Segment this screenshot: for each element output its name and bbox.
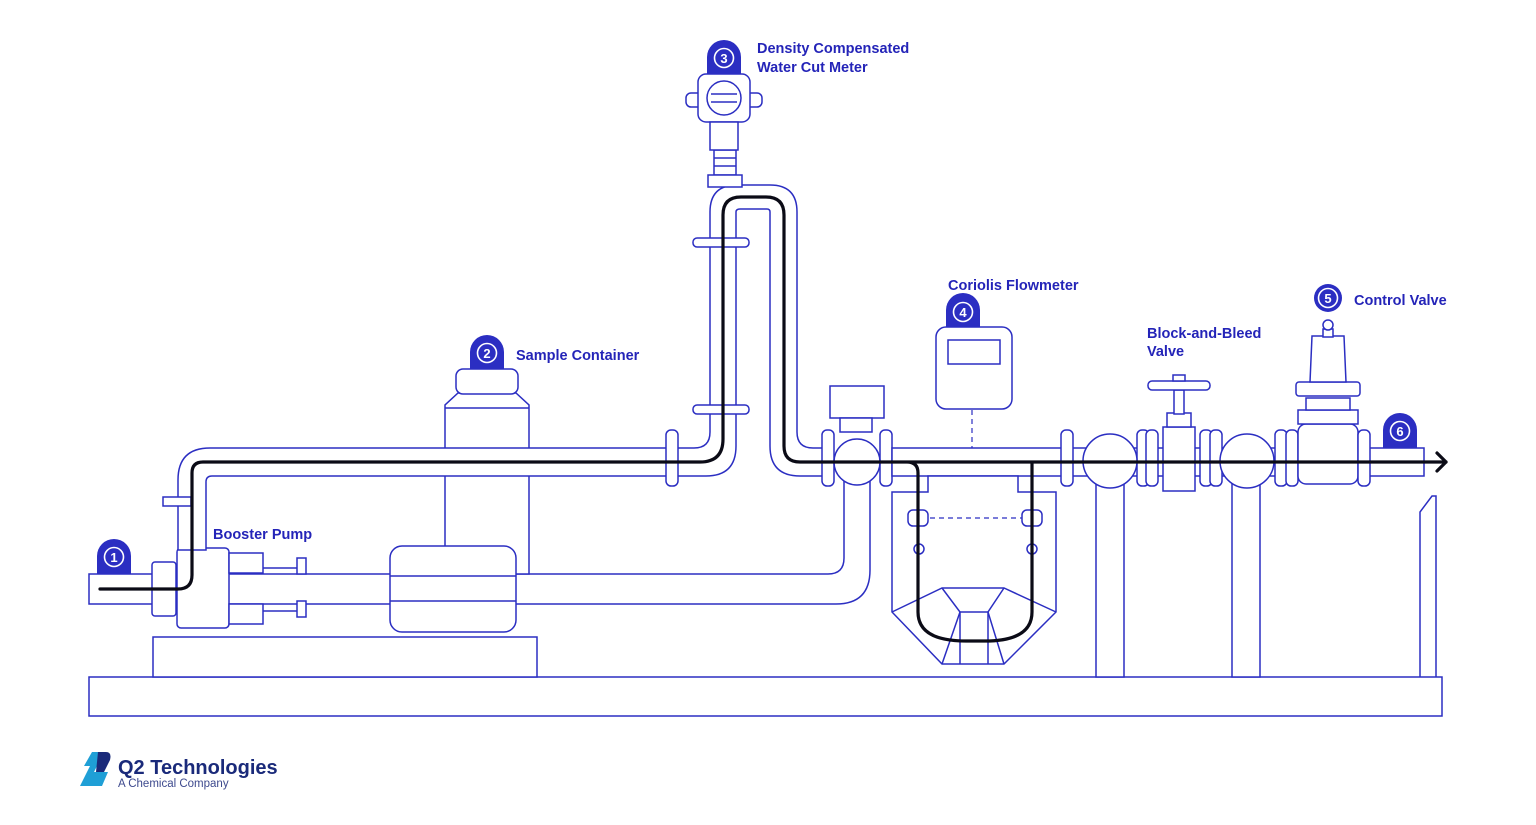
- booster-pump-label: Booster Pump: [213, 527, 312, 543]
- marker-5: 5: [1314, 284, 1342, 312]
- water-cut-meter-label-line2: Water Cut Meter: [757, 60, 868, 76]
- manifold-tee: [821, 385, 893, 487]
- coriolis-flowmeter: [891, 326, 1057, 665]
- control-valve-label: Control Valve: [1354, 293, 1447, 309]
- coriolis-flowmeter-label: Coriolis Flowmeter: [948, 278, 1079, 294]
- marker-3: 3: [707, 40, 741, 74]
- marker-2: 2: [470, 335, 504, 369]
- water-cut-meter-label-line1: Density Compensated: [757, 41, 909, 57]
- flow-arrowhead: [1435, 451, 1448, 473]
- q2-logo-icon: [80, 752, 111, 786]
- block-and-bleed-valve: [1060, 374, 1288, 492]
- brand-tagline: A Chemical Company: [118, 778, 229, 790]
- brand-name: Q2 Technologies: [118, 757, 278, 779]
- base-skid: [88, 676, 1443, 717]
- pipe-flange: [162, 496, 192, 507]
- flow-path: [98, 195, 1448, 643]
- block-bleed-label-line1: Block-and-Bleed: [1147, 326, 1261, 342]
- marker-6-number: 6: [1396, 424, 1403, 439]
- marker-2-number: 2: [483, 346, 490, 361]
- sample-container-label: Sample Container: [516, 348, 640, 364]
- marker-1: 1: [97, 539, 131, 574]
- block-bleed-label-line2: Valve: [1147, 344, 1184, 360]
- sample-container: [389, 368, 530, 633]
- pump-plinth: [152, 636, 538, 678]
- vertical-loop-pipe: [671, 184, 831, 477]
- control-valve: [1285, 319, 1371, 487]
- marker-4: 4: [946, 293, 980, 327]
- marker-3-number: 3: [720, 51, 727, 66]
- water-cut-meter: [685, 73, 763, 188]
- marker-6: 6: [1383, 413, 1417, 448]
- marker-1-number: 1: [110, 550, 117, 565]
- marker-5-number: 5: [1324, 291, 1331, 306]
- marker-4-number: 4: [959, 305, 967, 320]
- pipe-supports: [1095, 474, 1437, 678]
